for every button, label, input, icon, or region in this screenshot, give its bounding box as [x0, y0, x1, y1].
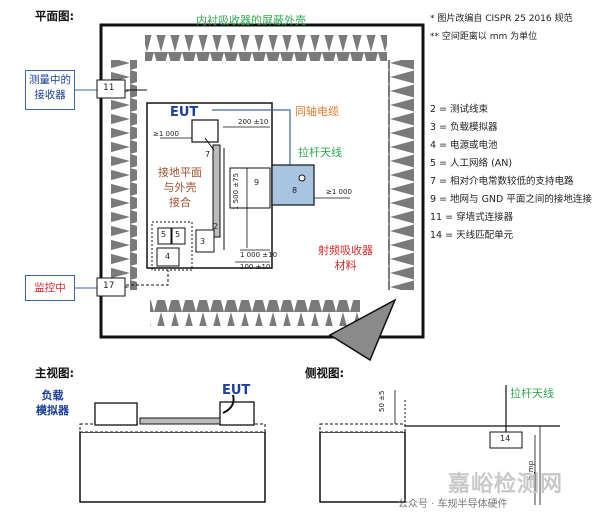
- antenna-box: [271, 164, 315, 206]
- an-5a: [157, 227, 172, 245]
- legend-item: 2 = 测试线束: [430, 104, 489, 115]
- num-4: 4: [165, 252, 171, 261]
- power-supply: [156, 247, 180, 267]
- front-load-label: 负载 模拟器: [36, 389, 69, 417]
- feedthrough-17: [96, 277, 126, 297]
- ground-plane-label: 接地平面 与外壳 接合: [158, 166, 202, 209]
- absorber-label: 射频吸收器 材料: [318, 244, 373, 272]
- num-11: 11: [103, 83, 115, 93]
- chamber-door: [328, 298, 397, 362]
- num-8: 8: [292, 186, 298, 195]
- legend-item: 7 = 相对介电常数较低的支持电路: [430, 176, 574, 187]
- dim-50: 50 ±5: [378, 390, 386, 412]
- dim-ge1000-top: ≥1 000: [153, 130, 179, 138]
- side-table: [319, 431, 406, 503]
- dim-1500: 1 500 ±75: [232, 172, 240, 210]
- absorber-bottom: [150, 300, 360, 326]
- absorber-right: [388, 60, 414, 290]
- num-17: 17: [103, 281, 115, 291]
- num-9: 9: [254, 178, 260, 187]
- front-load-box: [94, 402, 138, 426]
- legend-item: 3 = 负载模拟器: [430, 122, 498, 133]
- num-5a: 5: [161, 230, 167, 239]
- load-simulator: [195, 229, 215, 253]
- monitor-box: 监控中: [25, 275, 75, 301]
- receiver-box: 测量中的 接收器: [25, 70, 75, 110]
- dim-200: 200 ±10: [238, 118, 269, 126]
- front-eut-box: [219, 401, 255, 426]
- harness: [212, 144, 221, 238]
- dim-1000: 1 000 ±10: [240, 251, 278, 259]
- note-units: ** 空间距离以 mm 为单位: [430, 32, 538, 42]
- rod-label: 拉杆天线: [298, 146, 342, 159]
- num-3: 3: [200, 237, 206, 246]
- eut-label: EUT: [170, 105, 199, 120]
- plan-heading: 平面图:: [35, 9, 75, 23]
- note-source: * 图片改编自 CISPR 25 2016 规范: [430, 14, 573, 24]
- absorber-top: [145, 35, 387, 61]
- legend-item: 4 = 电源或电池: [430, 140, 498, 151]
- dim-ge1000-right: ≥1 000: [326, 188, 352, 196]
- watermark-site: 嘉峪检测网: [448, 472, 564, 497]
- num-5b: 5: [175, 230, 181, 239]
- shield-label: 内衬吸收器的屏蔽外壳: [196, 14, 306, 27]
- legend-item: 5 = 人工网络 (AN): [430, 158, 513, 169]
- front-eut-label: EUT: [222, 383, 251, 398]
- an-5b: [171, 227, 186, 245]
- side-heading: 侧视图:: [305, 366, 345, 380]
- num-14: 14: [500, 434, 511, 443]
- num-2: 2: [213, 222, 219, 231]
- legend-item: 11 = 穿墙式连接器: [430, 212, 514, 223]
- coax-label: 同轴电缆: [295, 105, 339, 118]
- dim-100: 100 ±10: [240, 263, 271, 271]
- eut-box: [191, 119, 219, 143]
- front-heading: 主视图:: [35, 366, 75, 380]
- front-table: [79, 431, 266, 503]
- legend-item: 9 = 地网与 GND 平面之间的接地连接: [430, 194, 592, 205]
- side-rod-label: 拉杆天线: [510, 387, 554, 400]
- feedthrough-11: [96, 79, 126, 99]
- legend-item: 14 = 天线匹配单元: [430, 230, 514, 241]
- num-7: 7: [205, 150, 211, 159]
- shield-enclosure: [99, 23, 425, 339]
- watermark-account: 公众号 · 车规半导体硬件: [398, 499, 508, 510]
